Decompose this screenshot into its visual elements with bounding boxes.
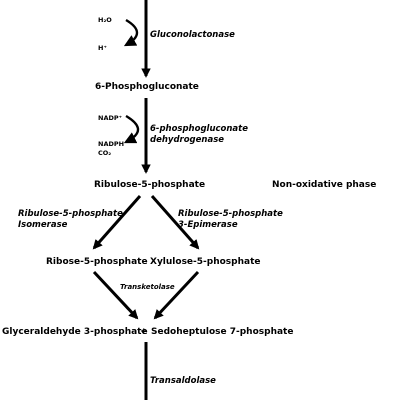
metabolite-glyceraldehyde-3-phosphate: Glyceraldehyde 3-phosphate bbox=[2, 327, 148, 337]
cofactor-h2o: H₂O bbox=[98, 16, 112, 24]
metabolite-sedoheptulose-7-phosphate: Sedoheptulose 7-phosphate bbox=[151, 327, 293, 337]
enzyme-isomerase-line1: Ribulose-5-phosphate bbox=[18, 209, 123, 219]
cofactor-nadph: NADPH bbox=[98, 140, 124, 148]
enzyme-epimerase-line2: 3-Epimerase bbox=[178, 220, 238, 230]
metabolite-ribulose-5-phosphate: Ribulose-5-phosphate bbox=[94, 180, 205, 190]
metabolite-ribose-5-phosphate: Ribose-5-phosphate bbox=[46, 257, 148, 267]
cofactor-arrow-dehydrogenase bbox=[123, 114, 140, 144]
arrow-to-ribose bbox=[92, 195, 142, 250]
arrow-ribose-to-products bbox=[92, 270, 139, 320]
metabolite-6-phosphogluconate: 6-Phosphogluconate bbox=[95, 82, 199, 92]
phase-label: Non-oxidative phase bbox=[272, 180, 376, 190]
metabolite-xylulose-5-phosphate: Xylulose-5-phosphate bbox=[150, 257, 260, 267]
cofactor-nadp-plus: NADP⁺ bbox=[98, 114, 122, 122]
enzyme-gluconolactonase: Gluconolactonase bbox=[150, 30, 235, 40]
enzyme-dehydrogenase-line1: 6-phosphogluconate bbox=[150, 124, 248, 134]
cofactor-co2: CO₂ bbox=[98, 149, 111, 157]
arrow-to-xylulose bbox=[150, 195, 200, 250]
plus-sign: + bbox=[140, 327, 148, 337]
enzyme-dehydrogenase-line2: dehydrogenase bbox=[150, 135, 224, 145]
enzyme-epimerase-line1: Ribulose-5-phosphate bbox=[178, 209, 283, 219]
cofactor-arrow-gluconolactonase bbox=[123, 18, 139, 47]
arrow-xylulose-to-products bbox=[153, 270, 200, 320]
cofactor-h-plus: H⁺ bbox=[98, 44, 107, 52]
enzyme-transketolase: Transketolase bbox=[120, 283, 175, 291]
enzyme-transaldolase: Transaldolase bbox=[150, 376, 216, 386]
enzyme-isomerase-line2: Isomerase bbox=[18, 220, 68, 230]
